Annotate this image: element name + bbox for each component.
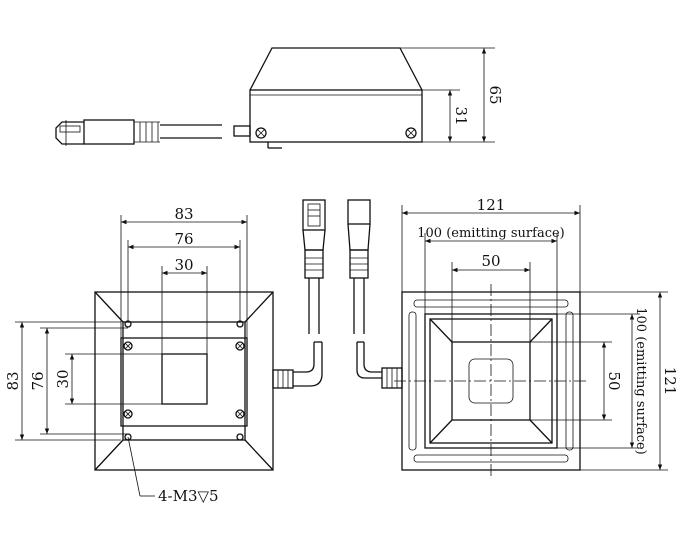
front-view: 83 76 30 83 76 30 4-M3▽5 (4, 205, 323, 505)
dim-width-inner: 76 (174, 230, 193, 248)
dim-window-width: 30 (174, 256, 193, 274)
dim-top-window-width: 50 (481, 252, 500, 270)
connector-icon (55, 119, 160, 146)
dim-height-inner: 76 (29, 371, 47, 390)
side-view: 65 31 (55, 47, 504, 149)
dim-top-emitting-height: 100 (emitting surface) (633, 307, 648, 455)
screw-icon (123, 409, 133, 419)
dim-width-outer: 83 (174, 205, 193, 223)
screw-icon (405, 127, 417, 139)
top-view: 121 100 (emitting surface) 50 121 100 (e… (356, 196, 679, 478)
mounting-hole-icon (236, 433, 244, 441)
dim-height-outer: 83 (4, 371, 22, 390)
connector-front-icon (302, 199, 326, 334)
dim-window-height: 30 (54, 369, 72, 388)
screw-icon (235, 409, 245, 419)
dim-top-window-height: 50 (605, 371, 623, 390)
dim-top-width-total: 121 (477, 196, 506, 214)
hole-callout: 4-M3▽5 (158, 487, 219, 505)
dim-height-lower: 31 (452, 106, 470, 125)
dim-height-total: 65 (486, 85, 504, 104)
screw-icon (123, 341, 133, 351)
cable-gland-icon (272, 341, 323, 389)
screw-icon (235, 341, 245, 351)
dim-top-height-total: 121 (661, 367, 679, 396)
dim-top-emitting-width: 100 (emitting surface) (417, 226, 565, 241)
connector-side-icon (347, 199, 371, 334)
screw-icon (255, 127, 267, 139)
